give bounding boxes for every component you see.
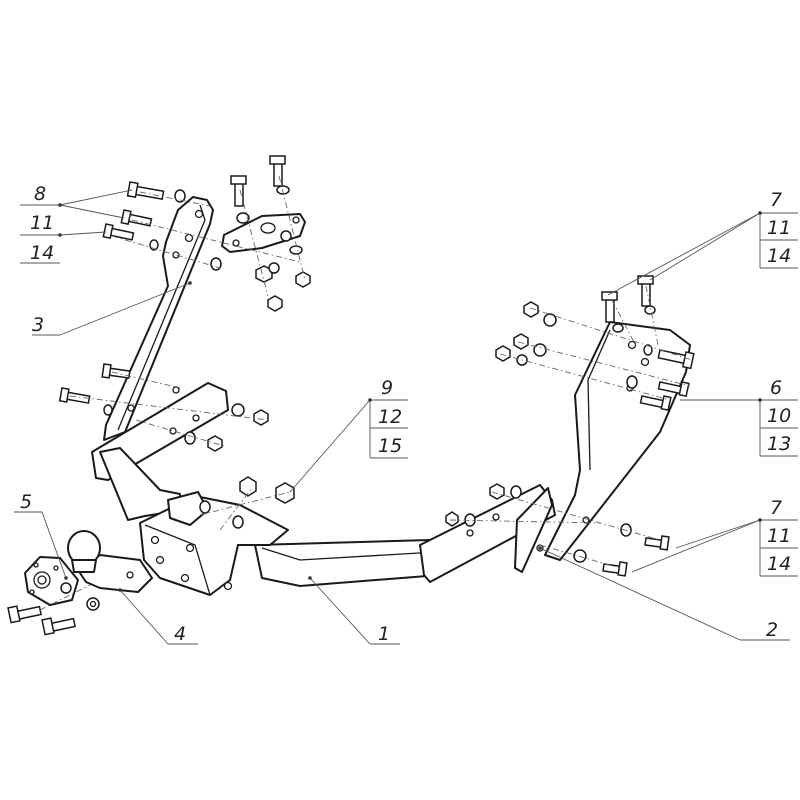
right-mounting-bracket bbox=[544, 321, 691, 561]
bolt-lm-1 bbox=[101, 363, 131, 379]
callout-10: 10 bbox=[767, 405, 791, 427]
callout-7-lower: 7 bbox=[770, 497, 782, 519]
nut-center-1 bbox=[239, 476, 257, 497]
washer-ur-2 bbox=[644, 305, 656, 315]
callout-part-5: 5 bbox=[14, 491, 68, 580]
bolt-ur-1 bbox=[601, 291, 618, 323]
bolt-lr-1 bbox=[644, 535, 670, 551]
callout-group-7-11-14-upper: 7 11 14 bbox=[607, 189, 798, 296]
washer-top-2 bbox=[276, 185, 290, 195]
callout-5: 5 bbox=[20, 491, 32, 513]
callout-11-upper: 11 bbox=[767, 217, 791, 239]
callout-part-3: 3 bbox=[32, 281, 192, 336]
washer-ur-1 bbox=[612, 323, 624, 333]
callout-7-upper: 7 bbox=[770, 189, 782, 211]
callout-6: 6 bbox=[770, 377, 782, 399]
nut-ul-2 bbox=[267, 295, 283, 312]
callout-14-upper: 14 bbox=[767, 245, 791, 267]
washer-ur-3 bbox=[543, 313, 557, 327]
callout-part-2: 2 bbox=[538, 546, 790, 641]
nut-rc-1 bbox=[445, 511, 459, 527]
bolt-r-1 bbox=[657, 349, 695, 370]
callout-1: 1 bbox=[378, 623, 390, 645]
nut-lm-1 bbox=[253, 409, 269, 426]
washer-rc-2 bbox=[510, 485, 522, 499]
bolt-r-2 bbox=[657, 381, 690, 398]
washer-lm-2 bbox=[231, 403, 245, 417]
callout-3: 3 bbox=[32, 314, 44, 336]
washer-top-4 bbox=[289, 245, 303, 255]
callout-11-lower: 11 bbox=[767, 525, 791, 547]
callout-part-4: 4 bbox=[118, 588, 198, 645]
callout-11: 11 bbox=[30, 212, 54, 234]
washer-ul-1 bbox=[174, 189, 186, 203]
washer-r-1 bbox=[643, 344, 653, 356]
washer-ur-6 bbox=[626, 375, 638, 389]
callout-2: 2 bbox=[766, 619, 778, 641]
washer-lm-1 bbox=[103, 404, 113, 416]
main-crossbar bbox=[99, 447, 556, 587]
washer-lm-3 bbox=[184, 431, 196, 445]
washer-ul-4 bbox=[268, 262, 280, 274]
nut-ur-3 bbox=[495, 345, 511, 362]
washer-lr-2 bbox=[573, 549, 587, 563]
washer-center-1 bbox=[199, 500, 211, 514]
upper-clamp-plate bbox=[221, 213, 306, 253]
callout-13: 13 bbox=[767, 433, 791, 455]
bolt-top-2 bbox=[269, 155, 286, 187]
bolt-ball-2 bbox=[41, 617, 76, 636]
assembly-axes bbox=[39, 175, 693, 611]
callout-9: 9 bbox=[381, 377, 393, 399]
callout-12: 12 bbox=[378, 406, 402, 428]
callout-4: 4 bbox=[174, 623, 186, 645]
nut-center-2 bbox=[275, 482, 295, 504]
bolt-lm-2 bbox=[58, 387, 91, 404]
bolt-ur-2 bbox=[637, 275, 654, 307]
bolt-top-1 bbox=[230, 175, 247, 207]
towball-mount bbox=[60, 530, 153, 611]
bolt-ul-1 bbox=[126, 181, 165, 200]
callout-part-1: 1 bbox=[308, 576, 400, 645]
washer-ul-3 bbox=[210, 257, 222, 271]
nut-rc-2 bbox=[489, 483, 505, 500]
washer-ur-4 bbox=[533, 343, 547, 357]
bolt-r-3 bbox=[639, 395, 672, 412]
callout-group-6-10-13: 6 10 13 bbox=[680, 377, 798, 457]
nut-ur-2 bbox=[513, 333, 529, 350]
nut-ul-1 bbox=[255, 265, 273, 283]
callout-15: 15 bbox=[378, 435, 402, 457]
washer-top-3 bbox=[280, 230, 292, 242]
callout-14-lower: 14 bbox=[767, 553, 791, 575]
callout-14: 14 bbox=[30, 242, 54, 264]
nut-ur-1 bbox=[523, 301, 539, 318]
hitch-body bbox=[139, 491, 289, 596]
callout-8: 8 bbox=[34, 183, 46, 205]
callout-group-8-11-14: 8 11 14 bbox=[20, 183, 133, 264]
bolt-ul-3 bbox=[102, 223, 135, 241]
bolt-lr-2 bbox=[602, 561, 628, 577]
socket-plate bbox=[24, 556, 79, 606]
callout-group-7-11-14-lower: 7 11 14 bbox=[631, 497, 798, 577]
callout-group-9-12-15: 9 12 15 bbox=[289, 377, 408, 493]
nut-ul-3 bbox=[295, 271, 311, 288]
bolt-ball-1 bbox=[7, 605, 42, 624]
washer-center-2 bbox=[232, 515, 244, 529]
washer-top-1 bbox=[236, 212, 250, 224]
